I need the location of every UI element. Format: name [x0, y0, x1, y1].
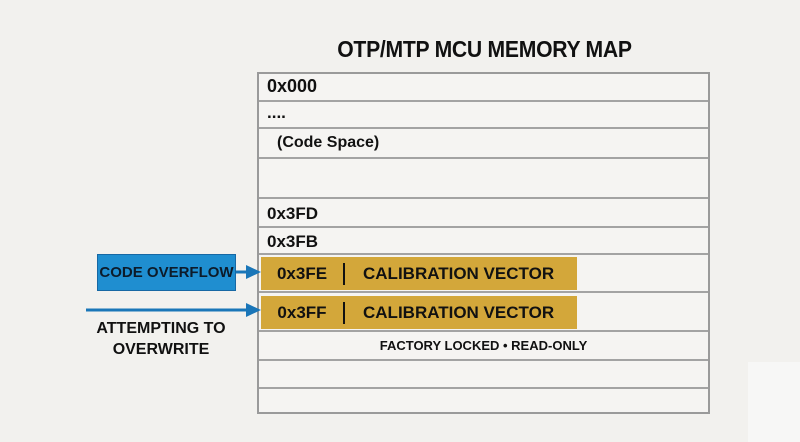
calibration-vector-block: 0x3FE CALIBRATION VECTOR — [261, 257, 577, 290]
content-label: CALIBRATION VECTOR — [363, 263, 555, 283]
attempting-line-2: OVERWRITE — [112, 341, 210, 358]
overflow-arrow — [236, 265, 261, 279]
memory-row-0x000: 0x000 — [259, 74, 708, 102]
code-space-label: (Code Space) — [277, 134, 380, 151]
address-label: 0x3FF — [277, 302, 327, 322]
background-patch — [748, 362, 800, 442]
address-label: 0x3FD — [267, 204, 319, 223]
separator — [343, 262, 345, 285]
memory-row-locked: FACTORY LOCKED • READ-ONLY — [259, 332, 708, 361]
attempting-overwrite-label: ATTEMPTING TO OVERWRITE — [86, 318, 236, 360]
address-label: 0x3FB — [267, 232, 319, 251]
memory-row-0x3fb: 0x3FB — [259, 228, 708, 255]
overwrite-arrow — [86, 303, 261, 317]
ellipsis-label: .... — [267, 103, 286, 122]
separator — [343, 301, 345, 324]
memory-map-table: 0x000 .... (Code Space) 0x3FD 0x3FB 0x3F… — [257, 72, 710, 414]
memory-row-empty — [259, 361, 708, 389]
factory-locked-label: FACTORY LOCKED • READ-ONLY — [379, 338, 588, 353]
calibration-vector-block: 0x3FF CALIBRATION VECTOR — [261, 296, 577, 329]
memory-row-code-space: (Code Space) — [259, 129, 708, 159]
memory-row-0x3ff: 0x3FF CALIBRATION VECTOR — [259, 293, 708, 332]
memory-row-0x3fe: 0x3FE CALIBRATION VECTOR — [259, 255, 708, 293]
address-label: 0x3FE — [276, 263, 328, 283]
content-label: CALIBRATION VECTOR — [363, 302, 555, 322]
memory-row-empty — [259, 159, 708, 199]
address-label: 0x000 — [267, 76, 318, 96]
memory-row-0x3fd: 0x3FD — [259, 199, 708, 228]
attempting-line-1: ATTEMPTING TO — [96, 320, 226, 337]
code-overflow-box: CODE OVERFLOW — [97, 254, 236, 291]
diagram-title: OTP/MTP MCU MEMORY MAP — [337, 36, 632, 62]
memory-row-ellipsis: .... — [259, 102, 708, 129]
